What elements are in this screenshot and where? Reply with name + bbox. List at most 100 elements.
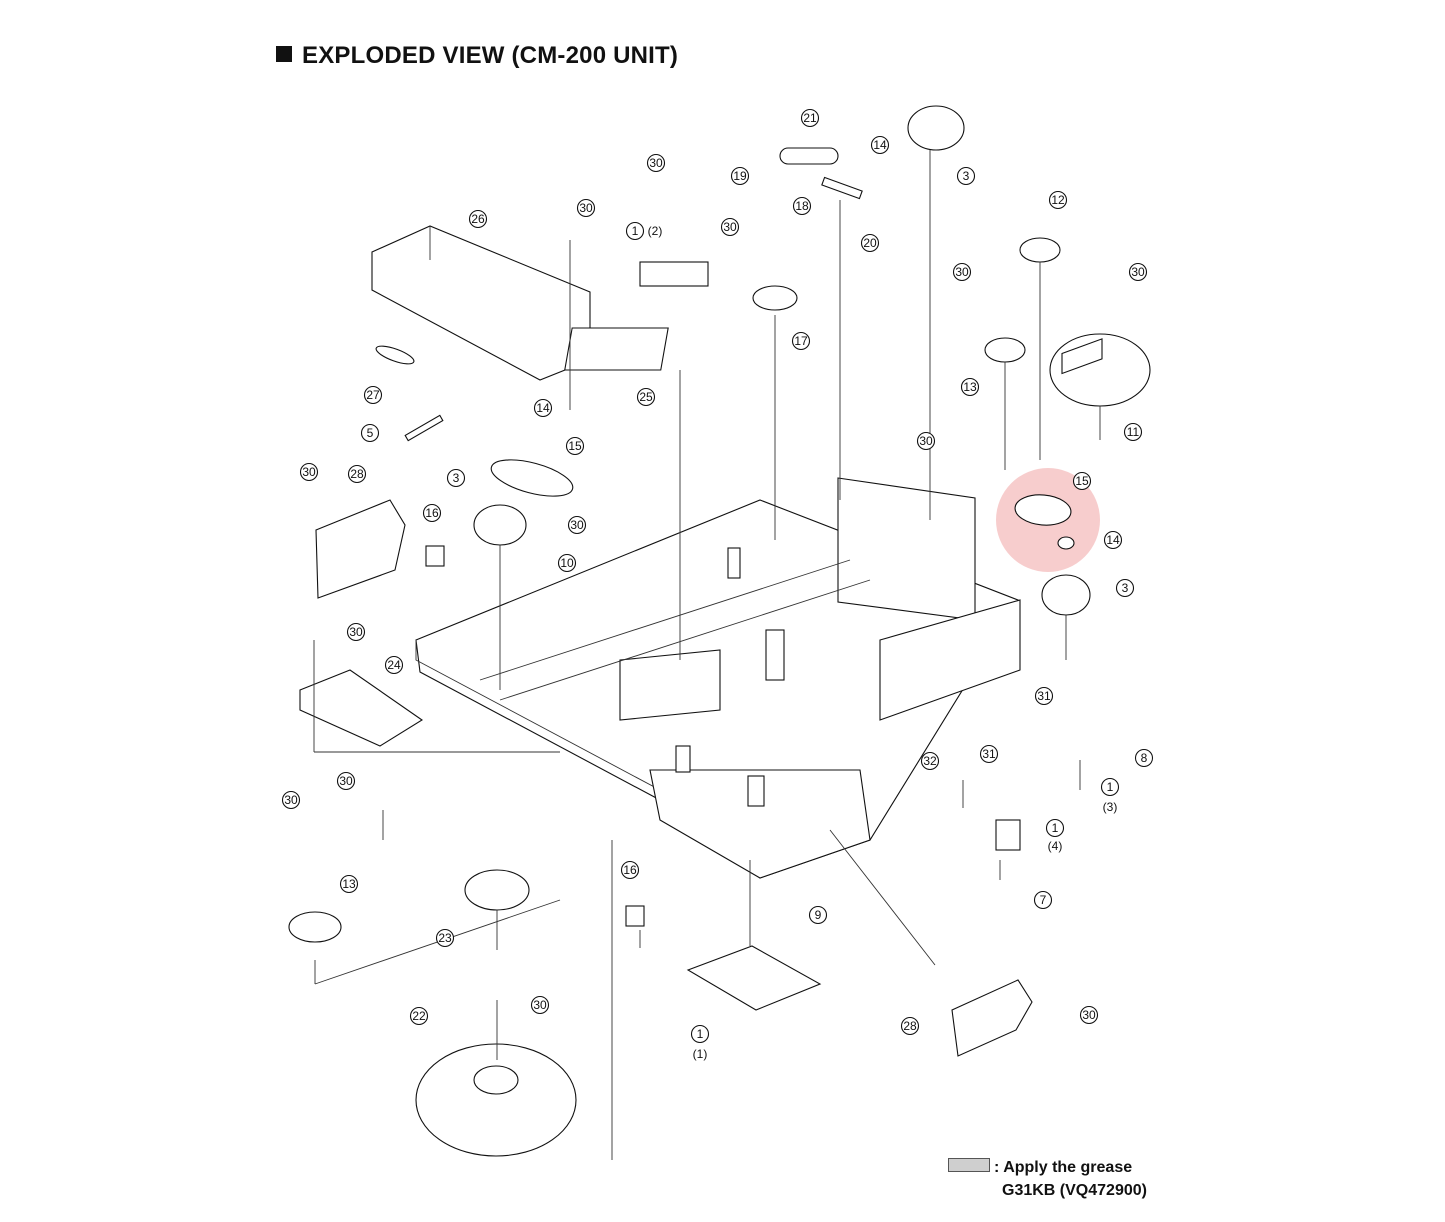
callout-circle [576, 198, 596, 218]
part-21-belt [779, 147, 839, 165]
callout-circle [1048, 190, 1068, 210]
callout-17: 17 [791, 331, 811, 351]
callout-label: 30 [302, 465, 316, 479]
callout-label: 13 [342, 877, 356, 891]
part-1-sensor-3 [1061, 338, 1103, 375]
part-18-shaft [821, 176, 863, 200]
callout-circle [800, 108, 820, 128]
callout-circle [435, 928, 455, 948]
callout-circle [422, 503, 442, 523]
part-25-board [564, 327, 669, 371]
callout-11: 11 [1123, 422, 1143, 442]
callout-label: 10 [560, 556, 574, 570]
callout-circle [557, 553, 577, 573]
callout-circle [1072, 471, 1092, 491]
callout-5: 5 [360, 423, 380, 443]
part-27-spring [375, 345, 415, 365]
part-3-motor-top [907, 105, 965, 151]
callout-label: 15 [568, 439, 582, 453]
callout-label: 1 [1052, 821, 1059, 835]
callout-14: 14 [1103, 530, 1123, 550]
callout-1: 1 [690, 1024, 710, 1044]
callout-label: 23 [438, 931, 452, 945]
callout-circle [567, 515, 587, 535]
callout-label: 21 [803, 111, 817, 125]
callout-1: 1 [1100, 777, 1120, 797]
callout-24: 24 [384, 655, 404, 675]
callout-circle [281, 790, 301, 810]
callout-circle [346, 622, 366, 642]
callout-20: 20 [860, 233, 880, 253]
part-23-gear [464, 869, 530, 911]
callout-label: 30 [570, 518, 584, 532]
callout-30: 30 [336, 771, 356, 791]
callout-label: 13 [963, 380, 977, 394]
callout-label: 1 [1107, 780, 1114, 794]
callout-circle [565, 436, 585, 456]
callout-label: 15 [1075, 474, 1089, 488]
callout-circle [299, 462, 319, 482]
callout-circle [360, 423, 380, 443]
callout-circle [1034, 686, 1054, 706]
callout-circle [363, 385, 383, 405]
callout-label: 30 [649, 156, 663, 170]
callout-30: 30 [1079, 1005, 1099, 1025]
legend-line2: G31KB (VQ472900) [1002, 1182, 1147, 1199]
callout-label: 7 [1040, 893, 1047, 907]
callout-label: 25 [639, 390, 653, 404]
callout-circle [979, 744, 999, 764]
callout-30: 30 [346, 622, 366, 642]
callout-label: 31 [1037, 689, 1051, 703]
callout-16: 16 [422, 503, 442, 523]
callout-circle [384, 655, 404, 675]
callout-label: 16 [425, 506, 439, 520]
part-1-board-1 [686, 945, 822, 1011]
callout-label: 22 [412, 1009, 426, 1023]
callout-label: 20 [863, 236, 877, 250]
part-3-motor-left [473, 504, 527, 546]
title-square-icon [276, 46, 292, 62]
sublabel: (4) [1048, 839, 1063, 853]
callout-label: 28 [903, 1019, 917, 1033]
callout-label: 3 [963, 169, 970, 183]
callout-12: 12 [1048, 190, 1068, 210]
callout-circle [808, 905, 828, 925]
legend-prefix: : [994, 1159, 1000, 1176]
callout-circle [530, 995, 550, 1015]
callout-30: 30 [299, 462, 319, 482]
callout-15: 15 [1072, 471, 1092, 491]
callout-label: 30 [284, 793, 298, 807]
callout-circle [1103, 530, 1123, 550]
callout-30: 30 [530, 995, 550, 1015]
callout-18: 18 [792, 196, 812, 216]
sublabels: (2)(3)(4)(1) [648, 224, 1118, 1061]
callout-circle [336, 771, 356, 791]
legend-line1: Apply the grease [1003, 1159, 1133, 1176]
callout-circle [533, 398, 553, 418]
callout-label: 3 [453, 471, 460, 485]
callout-circle [730, 166, 750, 186]
callout-27: 27 [363, 385, 383, 405]
part-17-gear [752, 285, 798, 311]
callout-14: 14 [533, 398, 553, 418]
grease-legend: : Apply the grease G31KB (VQ472900) [948, 1158, 1147, 1199]
callout-circle [956, 166, 976, 186]
callout-15: 15 [565, 436, 585, 456]
callout-label: 1 [632, 224, 639, 238]
callout-circle [636, 387, 656, 407]
part-22-gear [415, 1043, 577, 1157]
callout-circle [860, 233, 880, 253]
callout-circle [646, 153, 666, 173]
callout-label: 30 [339, 774, 353, 788]
part-13-pulley-left [288, 911, 342, 943]
callout-3: 3 [956, 166, 976, 186]
callout-30: 30 [646, 153, 666, 173]
callout-label: 9 [815, 908, 822, 922]
callout-circle [1128, 262, 1148, 282]
callout-label: 26 [471, 212, 485, 226]
callout-circle [1134, 748, 1154, 768]
callout-8: 8 [1134, 748, 1154, 768]
callout-circle [1123, 422, 1143, 442]
callout-circle [1079, 1005, 1099, 1025]
